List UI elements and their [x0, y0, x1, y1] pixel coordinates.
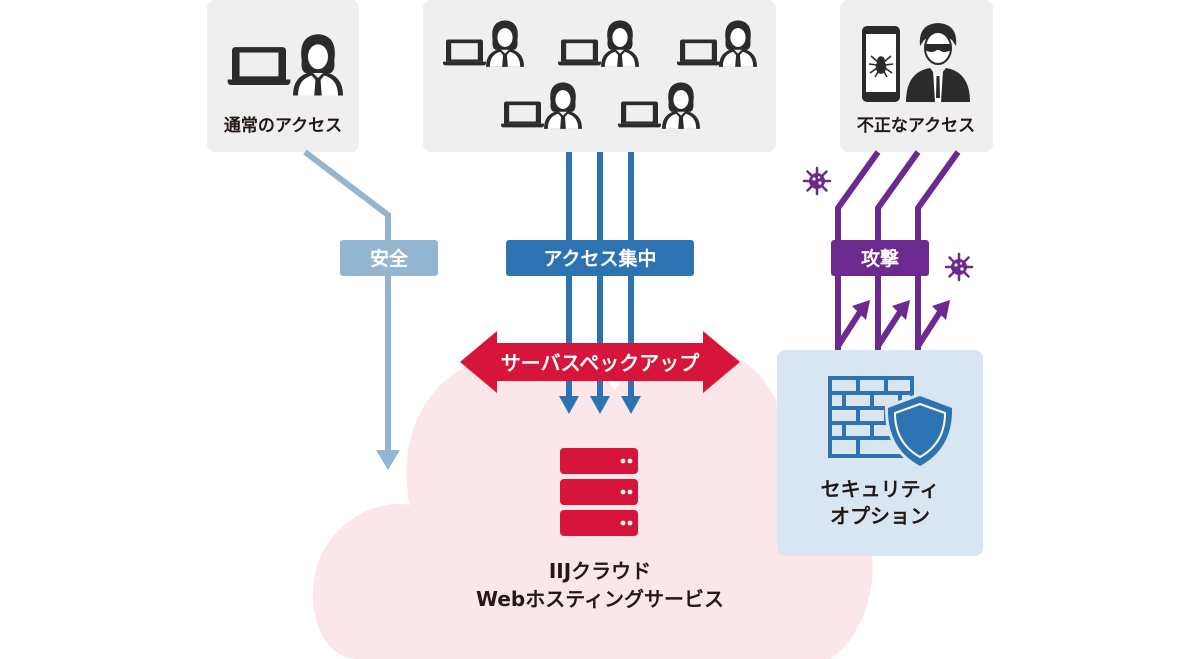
- concentrated-access-box: [423, 0, 776, 152]
- concentrated-badge: アクセス集中: [506, 240, 694, 276]
- spider-icon: [868, 55, 894, 78]
- security-title-line2: オプション: [830, 504, 930, 528]
- cloud-title-line1: IIJクラウド: [549, 559, 651, 583]
- malicious-access-label: 不正なアクセス: [857, 116, 975, 136]
- server-spec-up-label: サーバスペックアップ: [501, 351, 700, 375]
- hacker-icon: [906, 23, 970, 102]
- security-title-line1: セキュリティ: [821, 477, 940, 501]
- safe-badge: 安全: [340, 240, 438, 276]
- cloud-title-line2: Webホスティングサービス: [476, 587, 724, 611]
- attack-badge: 攻撃: [831, 240, 929, 276]
- safe-flow: [303, 149, 400, 470]
- shield-icon: [884, 392, 956, 470]
- virus-icon: [802, 166, 832, 196]
- laptop-icon: [227, 47, 291, 85]
- safe-label: 安全: [370, 247, 409, 270]
- server-spec-up-arrow: サーバスペックアップ: [460, 331, 740, 393]
- virus-icon: [944, 252, 974, 282]
- attack-flow: [835, 150, 961, 350]
- concentrated-flow: [559, 152, 641, 414]
- normal-access-label: 通常のアクセス: [224, 115, 342, 136]
- attack-label: 攻撃: [861, 247, 899, 270]
- concentrated-label: アクセス集中: [543, 247, 656, 270]
- server-icon: [560, 448, 638, 536]
